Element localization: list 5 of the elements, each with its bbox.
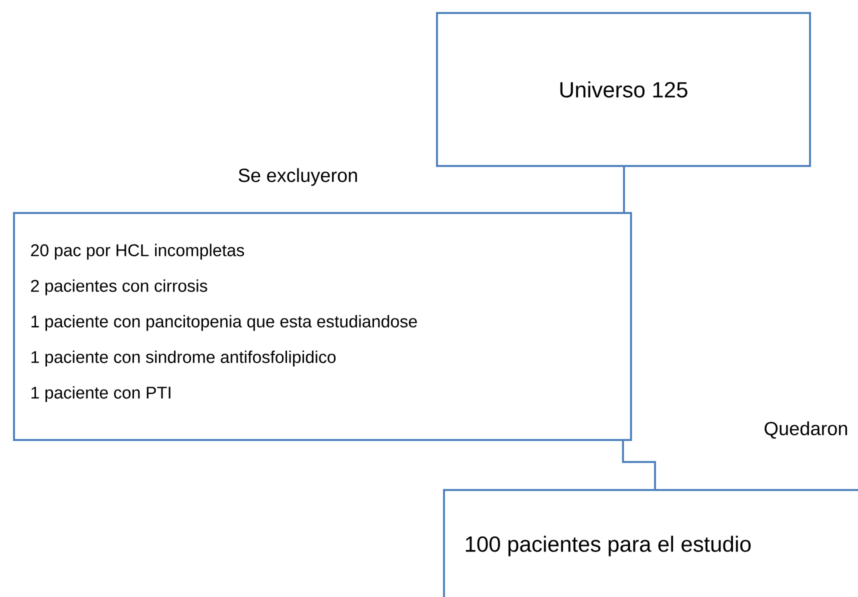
- exclusion-box: Se excluyeron 20 pac por HCL incompletas 2 pacientes con cirrosis 1 paciente con pancitopenia que esta estudiandose 1 paciente con sindrome antifosfolipidico 1 paciente con PTI: [13, 168, 632, 441]
- connector-line: [622, 441, 656, 490]
- universe-box: Universo 125: [436, 12, 812, 167]
- node-label: Se excluyeron: [238, 168, 357, 186]
- connector-line: [623, 167, 625, 212]
